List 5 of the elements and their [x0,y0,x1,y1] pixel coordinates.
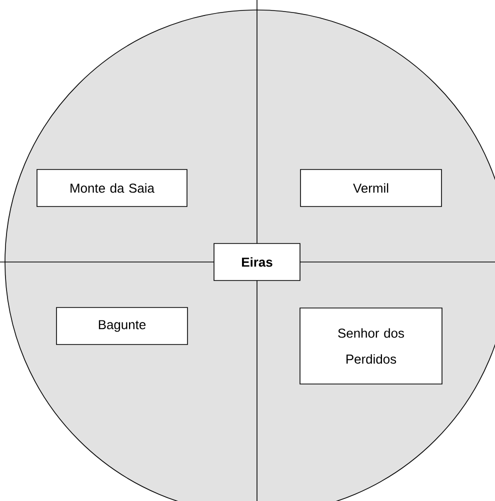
label-box: Vermil [300,169,442,207]
label-box: Bagunte [56,307,188,345]
label-box: Eiras [214,243,300,281]
label-box: Monte da Saia [36,169,188,207]
label-box: Senhor dos Perdidos [300,308,442,384]
